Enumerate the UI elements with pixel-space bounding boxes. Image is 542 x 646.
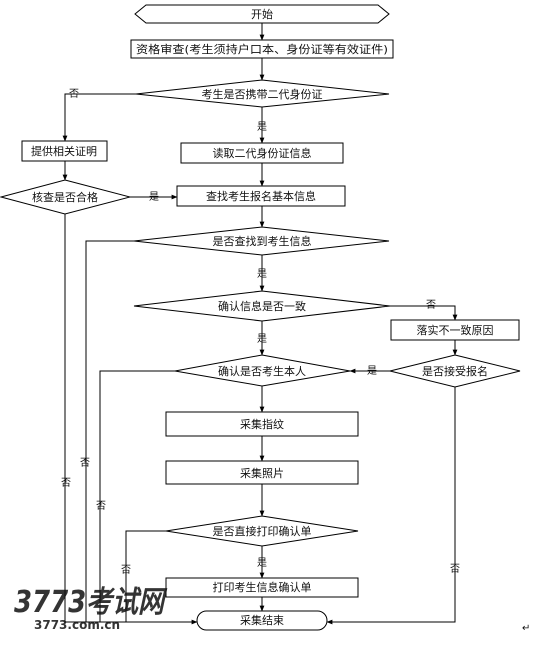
node-collect-photo-label: 采集照片 (240, 466, 284, 480)
node-print-confirmation: 打印考生信息确认单 (165, 577, 359, 598)
edge-self-no (99, 370, 175, 622)
node-collect-fingerprint-label: 采集指纹 (240, 417, 284, 431)
node-qualification-check-label: 资格审查(考生须持户口本、身份证等有效证件) (136, 42, 388, 56)
node-has-id-card: 考生是否携带二代身份证 (135, 79, 390, 108)
label-idcard-yes: 是 (257, 121, 267, 133)
node-provide-proof-label: 提供相关证明 (31, 144, 97, 158)
label-found-yes: 是 (257, 268, 267, 280)
label-found-no: 否 (80, 457, 90, 469)
label-consistent-yes: 是 (257, 333, 267, 345)
node-find-inconsistency-label: 落实不一致原因 (417, 323, 494, 337)
node-print-directly-label: 是否直接打印确认单 (213, 524, 312, 538)
label-consistent-no: 否 (426, 299, 436, 311)
node-collect-photo: 采集照片 (165, 460, 359, 485)
edge-verify-no (64, 214, 198, 625)
node-collect-fingerprint: 采集指纹 (165, 411, 359, 437)
paragraph-mark-icon: ↵ (522, 623, 530, 634)
node-info-consistent-label: 确认信息是否一致 (218, 299, 306, 313)
label-accept-no: 否 (450, 563, 460, 575)
label-self-no: 否 (96, 500, 106, 512)
node-end-label: 采集结束 (240, 613, 284, 627)
node-print-confirmation-label: 打印考生信息确认单 (213, 580, 312, 594)
node-found-info: 是否查找到考生信息 (133, 226, 390, 256)
label-print-q-yes: 是 (257, 557, 267, 569)
node-verify-ok: 核查是否合格 (0, 179, 132, 215)
node-read-id-info-label: 读取二代身份证信息 (213, 146, 312, 160)
node-qualification-check: 资格审查(考生须持户口本、身份证等有效证件) (130, 39, 394, 59)
watermark-url: 3773.com.cn (34, 618, 120, 632)
node-provide-proof: 提供相关证明 (21, 140, 108, 162)
node-find-inconsistency: 落实不一致原因 (390, 319, 520, 341)
edge-consistent-no (390, 305, 458, 321)
edge-labels: 否 是 是 是 否 是 是 否 否 否 是 否 否 (61, 88, 460, 576)
node-find-basic-info-label: 查找考生报名基本信息 (206, 189, 316, 203)
node-verify-ok-label: 核查是否合格 (32, 190, 98, 204)
watermark: 3773考试网 3773.com.cn (14, 585, 167, 632)
node-end: 采集结束 (196, 610, 328, 631)
edge-idcard-no (62, 93, 136, 142)
edge-print-q-no (125, 530, 166, 622)
label-idcard-no: 否 (69, 88, 79, 100)
label-verify-no: 否 (61, 477, 71, 489)
node-info-consistent: 确认信息是否一致 (133, 290, 391, 322)
node-is-self-label: 确认是否考生本人 (218, 364, 306, 378)
node-start: 开始 (134, 4, 390, 24)
label-print-q-no: 否 (121, 564, 131, 576)
watermark-brand: 3773考试网 (14, 585, 167, 620)
connectors (62, 23, 458, 625)
node-read-id-info: 读取二代身份证信息 (180, 142, 344, 164)
edge-found-no (85, 240, 134, 622)
node-accept-registration: 是否接受报名 (389, 354, 521, 388)
label-accept-yes: 是 (367, 365, 377, 377)
node-is-self: 确认是否考生本人 (174, 354, 351, 387)
node-accept-registration-label: 是否接受报名 (422, 364, 488, 378)
node-has-id-card-label: 考生是否携带二代身份证 (202, 87, 323, 101)
edge-accept-no (326, 387, 456, 625)
node-found-info-label: 是否查找到考生信息 (213, 234, 312, 248)
node-find-basic-info: 查找考生报名基本信息 (176, 185, 346, 207)
node-print-directly: 是否直接打印确认单 (165, 515, 359, 547)
node-start-label: 开始 (251, 7, 273, 21)
label-verify-yes: 是 (149, 191, 159, 203)
